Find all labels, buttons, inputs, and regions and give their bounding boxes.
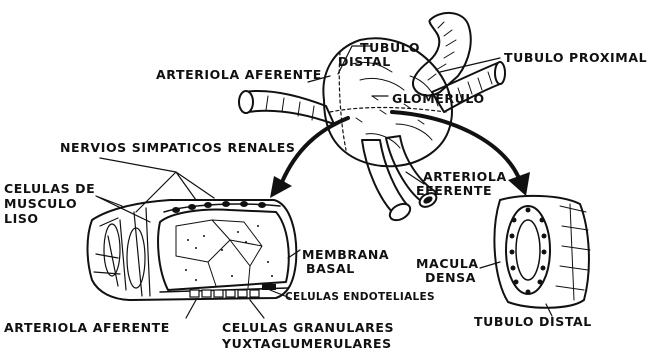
label-basal: BASAL [306,261,355,276]
label-musculo: MUSCULO [4,196,77,211]
label-eferente: EFERENTE [416,183,492,198]
afferent-arteriole-top-drawing [244,91,334,124]
arteriole-section-drawing [88,200,297,300]
label-arteriola: ARTERIOLA [423,169,507,184]
macula-densa-drawing [494,196,590,308]
label-liso: LISO [4,211,39,226]
label-glomerulo: GLOMERULO [392,91,485,106]
label-densa: DENSA [425,270,476,285]
label-celulas-de: CELULAS DE [4,181,95,196]
label-tubulo-distal-line1: TUBULO [360,40,420,55]
label-tubulo-proximal: TUBULO PROXIMAL [504,50,647,65]
label-tubulo-distal-line2: DISTAL [338,54,391,69]
label-membrana: MEMBRANA [302,247,389,262]
label-celulas-endoteliales: CELULAS ENDOTELIALES [285,291,435,303]
label-arteriola-aferente-top: ARTERIOLA AFERENTE [156,67,322,82]
label-tubulo-distal-bottom: TUBULO DISTAL [474,314,592,329]
label-celulas-granulares: CELULAS GRANULARES [222,320,394,335]
label-arteriola-aferente-bottom: ARTERIOLA AFERENTE [4,320,170,335]
label-nervios-simpaticos: NERVIOS SIMPATICOS RENALES [60,140,295,155]
label-macula: MACULA [416,256,479,271]
label-yuxtaglumerulares: YUXTAGLUMERULARES [221,336,392,351]
